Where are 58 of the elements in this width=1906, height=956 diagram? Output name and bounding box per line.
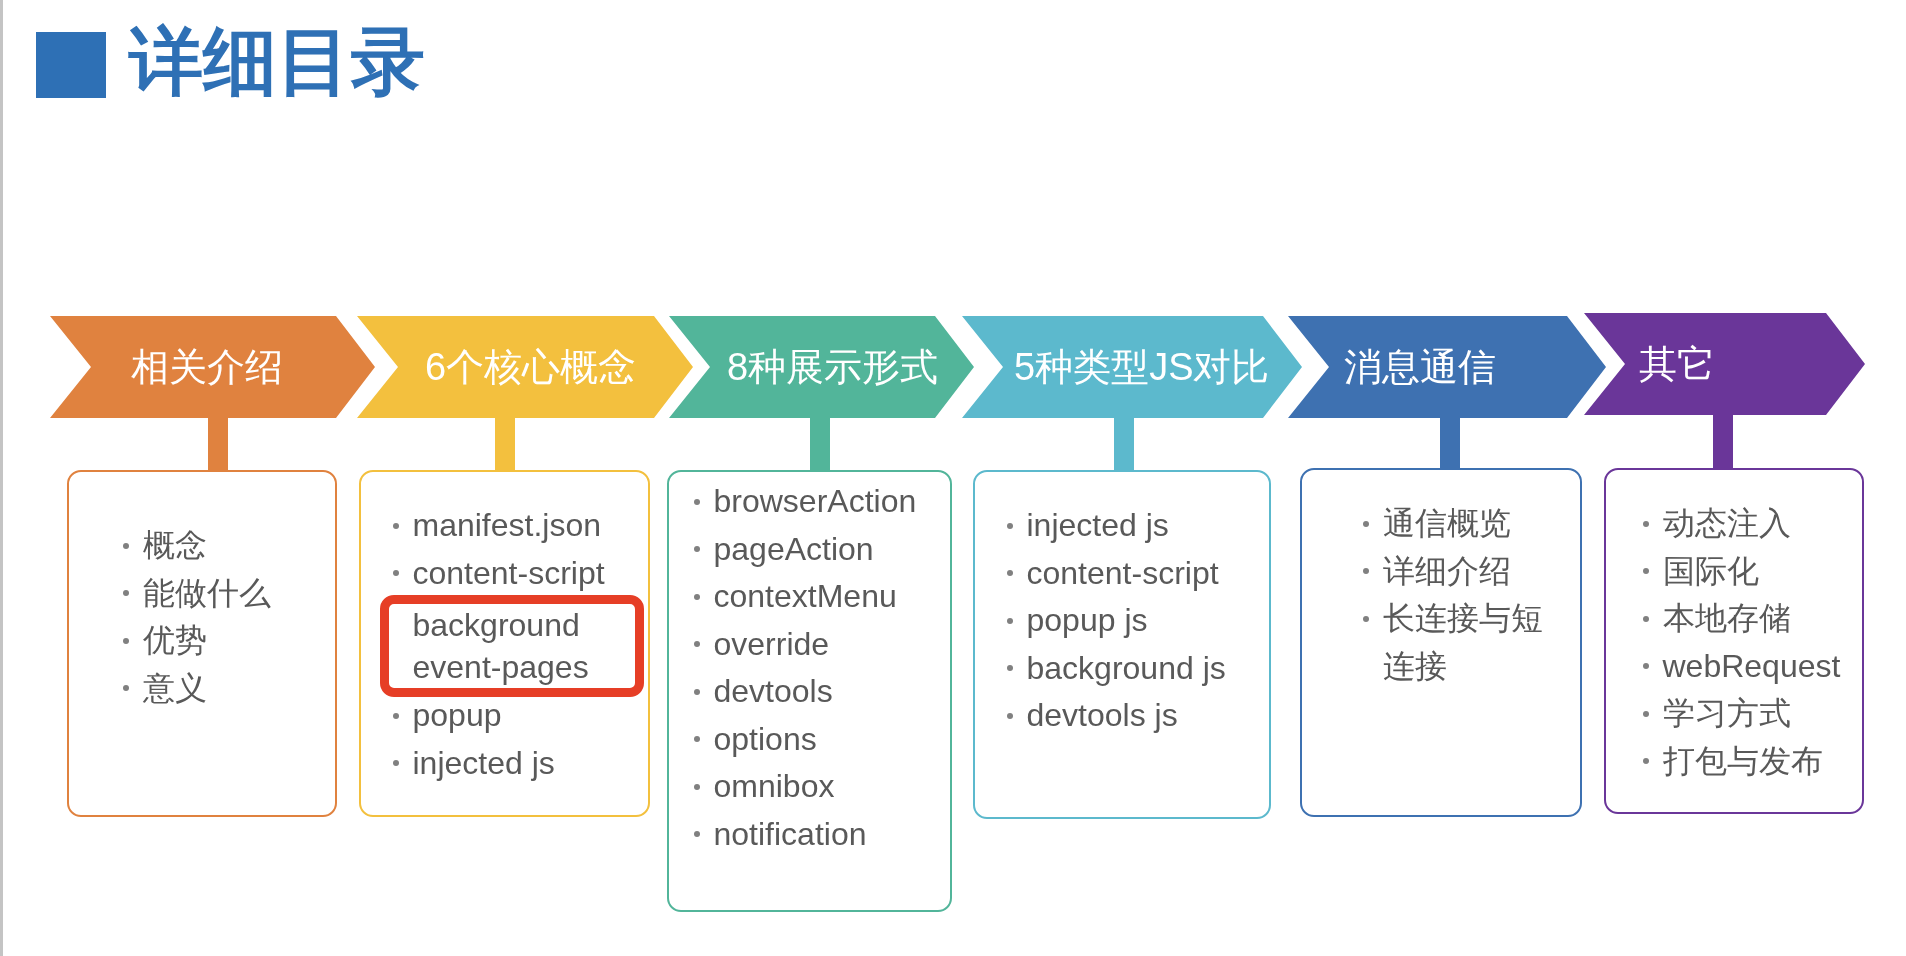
topic-card <box>1300 468 1582 817</box>
list-item: pageAction <box>683 525 874 573</box>
list-item: injected js <box>996 502 1169 550</box>
list-item: popup js <box>996 597 1148 645</box>
connector-stem <box>1114 418 1134 470</box>
topic-card <box>359 470 650 817</box>
list-item: background <box>411 605 580 645</box>
list-item: options <box>683 715 817 763</box>
chevron-banner <box>1288 316 1606 418</box>
list-item: browserAction <box>683 478 917 526</box>
list-item: manifest.json <box>382 502 602 550</box>
banner-title: 消息通信 <box>1344 345 1496 390</box>
list-item: 能做什么 <box>112 569 271 617</box>
banner-title: 8种展示形式 <box>727 345 939 390</box>
connector-stem <box>1440 418 1460 468</box>
topic-card <box>67 470 337 817</box>
list-item: notification <box>683 810 867 858</box>
banner-title: 5种类型JS对比 <box>1014 345 1270 390</box>
list-item: content-script <box>996 549 1219 597</box>
list-item: injected js <box>382 739 555 787</box>
chevron-banner <box>669 316 974 418</box>
list-item: background js <box>996 644 1226 692</box>
list-item: 优势 <box>112 617 207 665</box>
banner-title: 6个核心概念 <box>425 345 637 390</box>
connector-stem <box>208 418 228 470</box>
connector-stem <box>495 418 515 470</box>
list-item: 概念 <box>112 522 207 570</box>
topic-card <box>667 470 952 912</box>
topic-card <box>1604 468 1864 814</box>
list-item: webRequest <box>1632 642 1841 690</box>
list-item: devtools js <box>996 692 1178 740</box>
chevron-banner <box>1584 313 1865 415</box>
list-item: 国际化 <box>1632 547 1759 595</box>
list-item: popup <box>382 692 502 740</box>
banner-title: 相关介绍 <box>131 345 283 390</box>
list-item: 意义 <box>112 664 207 712</box>
list-item: 打包与发布 <box>1632 737 1823 785</box>
banner-title: 其它 <box>1639 342 1715 387</box>
list-item: contextMenu <box>683 573 897 621</box>
list-item: 通信概览 <box>1352 500 1511 548</box>
page-title: 详细目录 <box>129 22 425 102</box>
list-item: 长连接与短连接 <box>1352 595 1553 690</box>
highlight-frame <box>379 594 644 697</box>
list-item: 学习方式 <box>1632 690 1791 738</box>
chevron-banner <box>962 316 1302 418</box>
list-item: event-pages <box>411 647 589 687</box>
list-item: 动态注入 <box>1632 500 1791 548</box>
list-item: content-script <box>382 549 605 597</box>
connector-stem <box>810 418 830 470</box>
list-item: 本地存储 <box>1632 595 1791 643</box>
chevron-banner <box>357 316 693 418</box>
chevron-banner <box>50 316 375 418</box>
list-item: omnibox <box>683 763 835 811</box>
list-item: override <box>683 620 830 668</box>
list-item: devtools <box>683 668 833 716</box>
connector-stem <box>1713 415 1733 468</box>
list-item: 详细介绍 <box>1352 547 1511 595</box>
topic-card <box>973 470 1271 819</box>
